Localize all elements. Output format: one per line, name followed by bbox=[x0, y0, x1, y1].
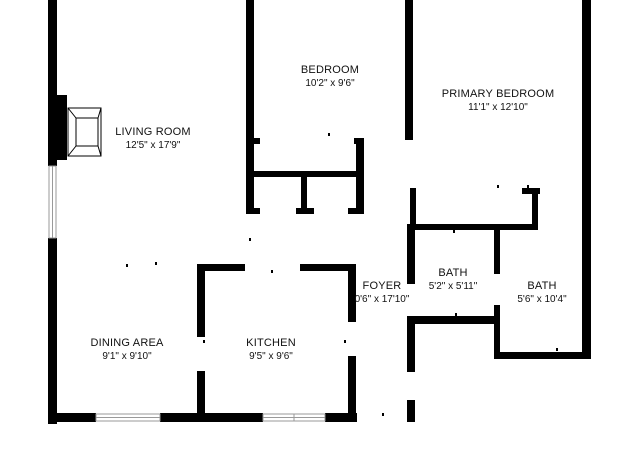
fireplace-icon bbox=[67, 107, 102, 157]
wall-kitchen-right-lower bbox=[348, 356, 356, 422]
wall-bath2-left bbox=[494, 305, 500, 358]
wall-bath-divider bbox=[494, 224, 500, 274]
wall-bottom-3 bbox=[325, 413, 357, 422]
wall-bedroom-left bbox=[246, 0, 254, 140]
wall-foyer-right-bottom bbox=[407, 400, 415, 422]
room-bath-2: BATH 5'6" x 10'4" bbox=[517, 280, 567, 305]
wall-right-exterior bbox=[582, 0, 591, 358]
room-dining-area: DINING AREA 9'1" x 9'10" bbox=[90, 337, 164, 362]
room-name-kitchen: KITCHEN bbox=[246, 337, 296, 349]
room-bath-1: BATH 5'2" x 5'11" bbox=[429, 267, 478, 292]
room-bedroom: BEDROOM 10'2" x 9'6" bbox=[301, 64, 359, 89]
walls bbox=[48, 0, 591, 424]
windows bbox=[48, 165, 326, 422]
wall-bath1-top bbox=[410, 224, 538, 230]
room-name-dining-area: DINING AREA bbox=[90, 337, 164, 349]
wall-kitchen-top-right bbox=[300, 264, 356, 271]
room-dims-primary-bedroom: 11'1" x 12'10" bbox=[468, 102, 528, 113]
room-name-foyer: FOYER bbox=[363, 280, 402, 292]
wall-bedroom-bottom-stub-left bbox=[250, 138, 260, 144]
wall-foyer-right-lower bbox=[407, 316, 415, 372]
room-name-primary-bedroom: PRIMARY BEDROOM bbox=[442, 88, 555, 100]
wall-primary-left-lower bbox=[410, 188, 416, 228]
room-dims-kitchen: 9'5" x 9'6" bbox=[249, 351, 293, 362]
wall-bottom-2 bbox=[160, 413, 263, 422]
wall-bath2-bottom bbox=[494, 352, 591, 359]
dimension-ticks bbox=[126, 64, 558, 416]
room-name-living-room: LIVING ROOM bbox=[115, 126, 191, 138]
wall-kitchen-left-lower bbox=[197, 371, 205, 421]
wall-left-upper bbox=[48, 0, 57, 166]
wall-bath1-left bbox=[407, 224, 415, 284]
wall-bath1-bottom bbox=[410, 316, 500, 324]
room-dims-dining-area: 9'1" x 9'10" bbox=[102, 351, 152, 362]
wall-kitchen-left-upper bbox=[197, 264, 205, 337]
wall-primary-closet bbox=[532, 188, 538, 228]
room-dims-foyer: 0'6" x 17'10" bbox=[355, 294, 410, 305]
wall-closet-bottom-mid bbox=[296, 208, 314, 214]
wall-left-lower bbox=[48, 238, 57, 424]
room-dims-living-room: 12'5" x 17'9" bbox=[126, 140, 181, 151]
wall-closet-bottom-right bbox=[348, 208, 364, 214]
fireplace-block bbox=[57, 95, 67, 160]
wall-primary-bottom-stub bbox=[522, 188, 540, 194]
room-name-bedroom: BEDROOM bbox=[301, 64, 359, 76]
room-name-bath-1: BATH bbox=[438, 267, 467, 279]
room-dims-bedroom: 10'2" x 9'6" bbox=[305, 78, 355, 89]
room-living-room: LIVING ROOM 12'5" x 17'9" bbox=[115, 126, 191, 151]
wall-closet-bottom-left bbox=[246, 208, 260, 214]
wall-closet-divider bbox=[301, 171, 307, 211]
wall-bedroom-right bbox=[405, 0, 413, 140]
room-kitchen: KITCHEN 9'5" x 9'6" bbox=[246, 337, 296, 362]
room-dims-bath-1: 5'2" x 5'11" bbox=[429, 281, 478, 292]
wall-kitchen-right-upper bbox=[348, 264, 356, 322]
room-foyer: FOYER 0'6" x 17'10" bbox=[355, 280, 410, 305]
room-primary-bedroom: PRIMARY BEDROOM 11'1" x 12'10" bbox=[442, 88, 555, 113]
room-labels: BEDROOM 10'2" x 9'6" PRIMARY BEDROOM 11'… bbox=[90, 64, 567, 362]
room-name-bath-2: BATH bbox=[527, 280, 556, 292]
room-dims-bath-2: 5'6" x 10'4" bbox=[517, 294, 567, 305]
wall-kitchen-top-left bbox=[197, 264, 245, 271]
wall-bottom-1 bbox=[48, 413, 96, 422]
